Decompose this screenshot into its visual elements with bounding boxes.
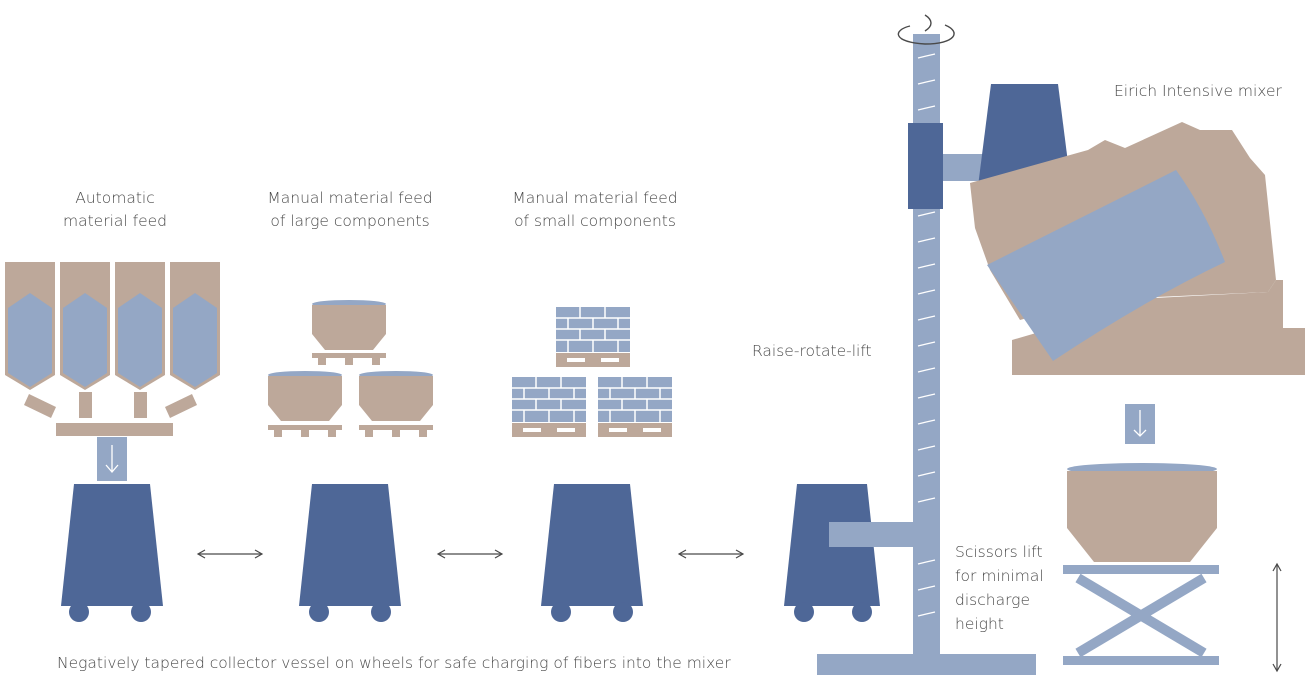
label-line: Automatic — [75, 189, 155, 207]
label-line: Scissors lift — [955, 543, 1043, 561]
label-raise-rotate-lift: Raise-rotate-lift — [752, 342, 872, 360]
pallet-right — [598, 377, 672, 437]
footer-caption: Negatively tapered collector vessel on w… — [57, 654, 731, 672]
chute-1 — [24, 394, 56, 418]
silo-bank — [5, 262, 220, 481]
label-manual-small: Manual material feed of small components — [490, 187, 700, 234]
silo-4 — [170, 262, 220, 390]
big-bag-stack — [268, 300, 433, 437]
eirich-mixer — [970, 122, 1305, 375]
collector-vessel-4 — [784, 484, 880, 622]
chute-4 — [165, 394, 197, 418]
label-automatic-feed: Automatic material feed — [40, 187, 190, 234]
collector-vessel-1 — [61, 484, 163, 622]
lift-base — [817, 654, 1036, 675]
label-scissors-lift: Scissors lift for minimal discharge heig… — [955, 540, 1044, 636]
pallet-stack — [512, 307, 672, 437]
silo-1 — [5, 262, 55, 390]
pallet-top — [556, 307, 630, 367]
silo-3 — [115, 262, 165, 390]
scissors-lift — [1063, 565, 1219, 665]
silo-2 — [60, 262, 110, 390]
label-line: of small components — [514, 212, 676, 231]
label-eirich-mixer: Eirich Intensive mixer — [1114, 82, 1282, 100]
collector-vessel-2 — [299, 484, 401, 622]
label-line: material feed — [63, 212, 167, 231]
label-line: discharge — [955, 591, 1031, 610]
down-arrow-icon — [105, 445, 119, 473]
big-bag-top — [312, 300, 386, 365]
label-line: height — [955, 615, 1004, 634]
label-line: for minimal — [955, 567, 1044, 586]
mixer-drum — [987, 170, 1225, 361]
discharge-big-bag — [1067, 463, 1217, 562]
weighing-belt — [56, 423, 173, 436]
big-bag-left — [268, 371, 342, 437]
label-line: of large components — [270, 212, 430, 231]
column-threads — [917, 53, 936, 617]
label-manual-large: Manual material feed of large components — [245, 187, 455, 234]
pallet-left — [512, 377, 586, 437]
raise-rotate-lift — [817, 14, 1036, 675]
rotation-arrow-icon — [897, 14, 955, 45]
label-line: Manual material feed — [512, 189, 678, 207]
lift-carriage — [908, 123, 943, 209]
lower-lift-arm — [829, 522, 940, 547]
down-arrow-icon — [1133, 410, 1147, 437]
big-bag-right — [359, 371, 433, 437]
collector-vessel-3 — [541, 484, 643, 622]
chute-2 — [79, 392, 92, 418]
chute-3 — [134, 392, 147, 418]
label-line: Manual material feed — [267, 189, 433, 207]
